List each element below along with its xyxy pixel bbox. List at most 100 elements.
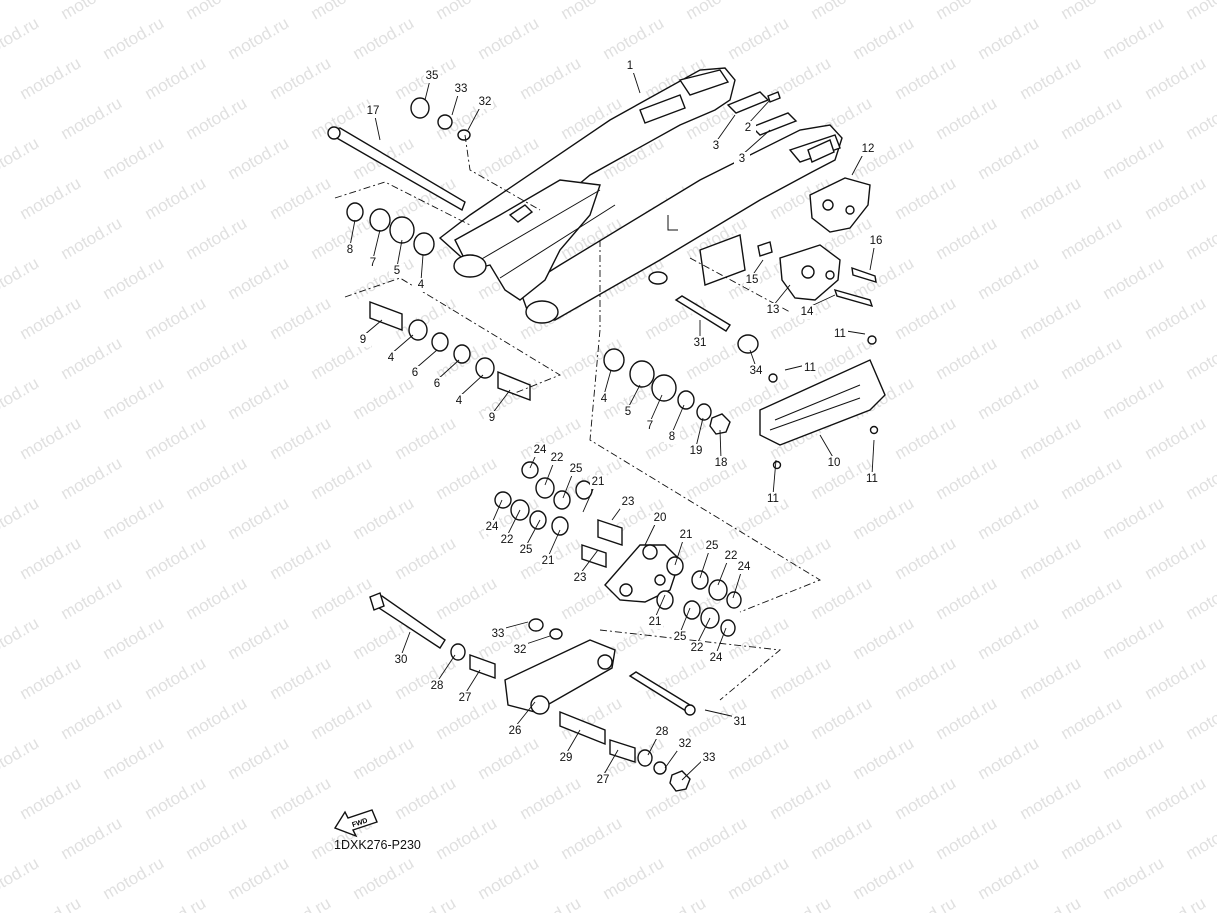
callout-number: 32 (479, 96, 492, 108)
callout-13: 13 (765, 285, 790, 317)
watermark-text: motod.ru (58, 93, 126, 143)
watermark-text: motod.ru (850, 13, 918, 63)
watermark-text: motod.ru (225, 613, 293, 663)
watermark-text: motod.ru (475, 13, 543, 63)
leader-line (373, 230, 380, 259)
watermark-text: motod.ru (58, 453, 126, 503)
watermark-text: motod.ru (1058, 573, 1126, 623)
callout-number: 13 (767, 304, 780, 316)
watermark-text: motod.ru (767, 533, 835, 583)
watermark-text: motod.ru (17, 653, 85, 703)
watermark-text: motod.ru (308, 213, 376, 263)
watermark-text: motod.ru (975, 613, 1043, 663)
watermark-text: motod.ru (975, 493, 1043, 543)
watermark-text: motod.ru (17, 293, 85, 343)
callout-number: 4 (388, 352, 395, 364)
watermark-text: motod.ru (892, 533, 960, 583)
watermark-text: motod.ru (1142, 413, 1210, 463)
watermark-text: motod.ru (308, 693, 376, 743)
watermark-text: motod.ru (183, 213, 251, 263)
callout-number: 25 (570, 463, 583, 475)
watermark-text: motod.ru (975, 373, 1043, 423)
watermark-text: motod.ru (17, 173, 85, 223)
leader-line (820, 435, 834, 459)
watermark-text: motod.ru (1142, 533, 1210, 583)
callout-number: 1 (627, 60, 633, 72)
callout-number: 25 (706, 540, 719, 552)
callout-1: 1 (622, 59, 640, 93)
leader-line (720, 430, 721, 459)
watermark-text: motod.ru (1100, 133, 1168, 183)
watermark-text: motod.ru (1100, 613, 1168, 663)
callout-number: 23 (622, 496, 635, 508)
callout-22: 22 (689, 618, 710, 655)
callout-number: 12 (862, 143, 875, 155)
watermark-text: motod.ru (1183, 213, 1217, 263)
callout-10: 10 (820, 435, 842, 470)
watermark-text: motod.ru (350, 853, 418, 903)
watermark-text: motod.ru (142, 413, 210, 463)
watermark-text: motod.ru (392, 893, 460, 913)
watermark-text: motod.ru (1017, 293, 1085, 343)
watermark-text: motod.ru (475, 853, 543, 903)
watermark-text: motod.ru (1183, 453, 1217, 503)
watermark-text: motod.ru (225, 493, 293, 543)
watermark-text: motod.ru (433, 453, 501, 503)
callout-number: 14 (801, 306, 814, 318)
watermark-text: motod.ru (58, 0, 126, 23)
watermark-text: motod.ru (1142, 293, 1210, 343)
callout-number: 5 (394, 265, 400, 277)
watermark-text: motod.ru (517, 773, 585, 823)
watermark-text: motod.ru (142, 173, 210, 223)
watermark-text: motod.ru (183, 93, 251, 143)
callout-number: 21 (649, 616, 662, 628)
leader-line (773, 285, 790, 306)
watermark-text: motod.ru (1017, 53, 1085, 103)
watermark-text: motod.ru (1183, 693, 1217, 743)
watermark-text: motod.ru (0, 13, 42, 63)
watermark-text: motod.ru (808, 693, 876, 743)
watermark-text: motod.ru (183, 693, 251, 743)
watermark-text: motod.ru (475, 733, 543, 783)
watermark-text: motod.ru (308, 0, 376, 23)
watermark-text: motod.ru (892, 53, 960, 103)
callout-27: 27 (457, 670, 480, 705)
callout-number: 4 (456, 395, 463, 407)
watermark-text: motod.ru (1142, 893, 1210, 913)
watermark-text: motod.ru (725, 493, 793, 543)
watermark-text: motod.ru (225, 133, 293, 183)
watermark-text: motod.ru (100, 613, 168, 663)
watermark-text: motod.ru (100, 493, 168, 543)
watermark-text: motod.ru (350, 373, 418, 423)
watermark-text: motod.ru (1058, 213, 1126, 263)
callout-number: 20 (654, 512, 667, 524)
callout-number: 32 (679, 738, 692, 750)
callout-number: 32 (514, 644, 527, 656)
callout-number: 28 (656, 726, 669, 738)
watermark-text: motod.ru (433, 573, 501, 623)
watermark-text: motod.ru (58, 693, 126, 743)
watermark-text: motod.ru (1183, 93, 1217, 143)
watermark-text: motod.ru (1100, 733, 1168, 783)
watermark-text: motod.ru (975, 253, 1043, 303)
watermark-text: motod.ru (600, 13, 668, 63)
watermark-text: motod.ru (17, 533, 85, 583)
callout-number: 29 (560, 752, 573, 764)
watermark-text: motod.ru (350, 13, 418, 63)
watermark-text: motod.ru (1100, 13, 1168, 63)
watermark-text: motod.ru (267, 53, 335, 103)
callout-4: 4 (413, 255, 429, 292)
watermark-text: motod.ru (1017, 533, 1085, 583)
callout-number: 22 (725, 550, 738, 562)
callout-number: 33 (703, 752, 716, 764)
watermark-text: motod.ru (17, 893, 85, 913)
watermark-text: motod.ru (850, 853, 918, 903)
callout-number: 15 (746, 274, 759, 286)
watermark-text: motod.ru (267, 773, 335, 823)
watermark-text: motod.ru (1017, 173, 1085, 223)
watermark-text: motod.ru (392, 413, 460, 463)
leader-line (650, 395, 662, 422)
leader-line (459, 375, 483, 397)
